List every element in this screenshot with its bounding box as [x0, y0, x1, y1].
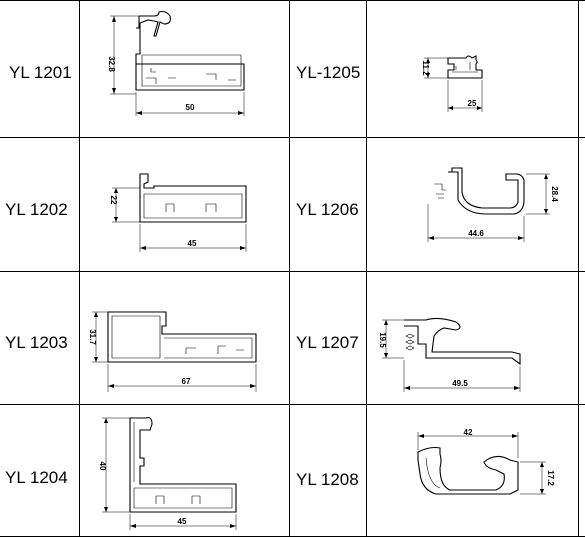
height-dimension: 22: [109, 196, 118, 205]
width-dimension: 50: [186, 103, 195, 112]
product-code-yl1202: YL 1202: [5, 200, 68, 219]
width-dimension: 25: [468, 99, 477, 108]
width-dimension: 45: [178, 517, 187, 526]
height-dimension: 11.2: [421, 60, 430, 76]
product-code-yl1201: YL 1201: [9, 63, 72, 82]
height-dimension: 28.4: [550, 186, 559, 202]
width-dimension: 67: [182, 377, 191, 386]
width-dimension: 44.6: [468, 229, 484, 238]
product-code-yl1203: YL 1203: [5, 333, 68, 352]
product-code-yl1206: YL 1206: [296, 200, 359, 219]
height-dimension: 32.8: [107, 56, 116, 72]
profile-drawing-yl1205: 11.2 25: [421, 55, 483, 112]
height-dimension: 31.7: [88, 329, 97, 345]
product-code-yl1204: YL 1204: [5, 468, 68, 487]
profile-drawing-yl1201: 32.8 50: [107, 10, 245, 116]
height-dimension: 19.5: [378, 332, 387, 348]
height-dimension: 17.2: [546, 470, 555, 486]
width-dimension: 42: [464, 428, 473, 437]
profile-drawing-yl1203: 31.7 67: [88, 311, 257, 392]
profile-drawing-yl1208: 42 17.2: [417, 428, 555, 495]
profile-drawing-yl1206: 28.4 44.6: [427, 167, 559, 242]
product-code-yl1208: YL 1208: [296, 470, 359, 489]
profile-drawing-yl1207: 19.5 49.5: [378, 317, 521, 392]
product-code-yl1205: YL-1205: [296, 63, 361, 82]
width-dimension: 49.5: [452, 379, 468, 388]
profile-drawing-yl1202: 22 45: [109, 173, 247, 252]
width-dimension: 45: [188, 239, 197, 248]
product-code-yl1207: YL 1207: [296, 333, 359, 352]
profile-drawing-yl1204: 40 45: [98, 417, 237, 530]
height-dimension: 40: [98, 462, 107, 471]
